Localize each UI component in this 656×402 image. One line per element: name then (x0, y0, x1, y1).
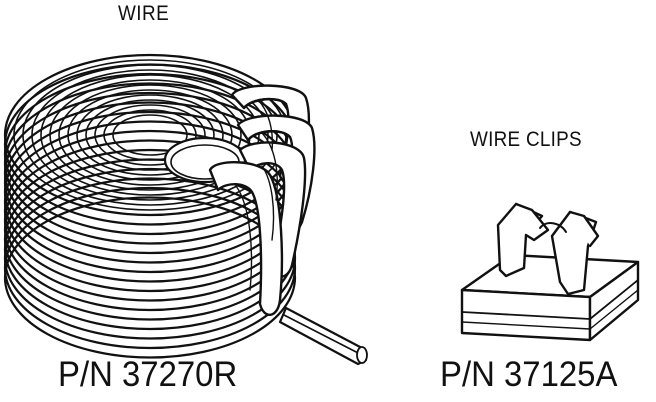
wire-clips-part-number: P/N 37125A (440, 355, 617, 395)
wire-part-number: P/N 37270R (58, 355, 237, 395)
wire-label: WIRE (118, 2, 169, 26)
wire-clips-label: WIRE CLIPS (470, 128, 582, 152)
wire-clip-illustration (462, 204, 638, 340)
wire-tail (280, 308, 367, 364)
wire-coil-illustration (5, 55, 367, 364)
